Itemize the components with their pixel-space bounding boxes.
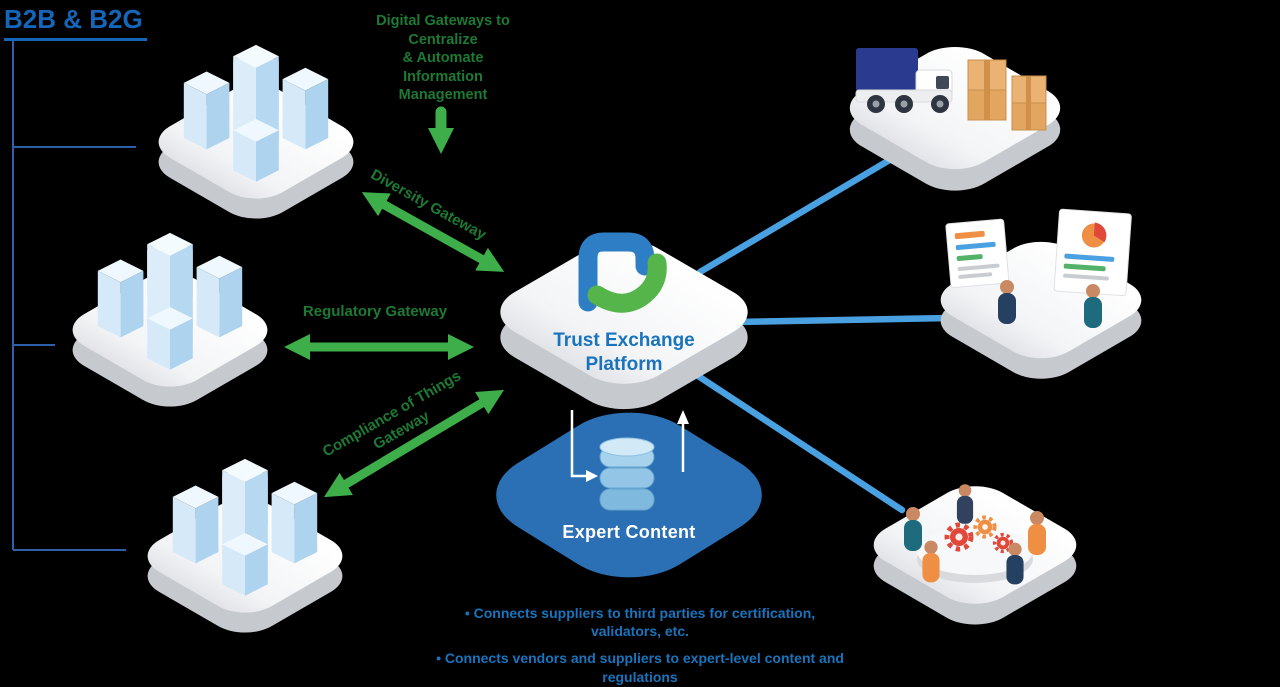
meeting-icon [904,484,1046,585]
org-tile-3 [131,458,359,642]
person-icon [1028,511,1046,555]
connector-line-logistics [696,154,897,276]
note-line: & Automate [402,50,484,67]
footnote-item: • Connects vendors and suppliers to expe… [436,650,844,685]
connector-line-meeting [688,368,906,514]
logistics-tile [832,37,1078,201]
person-icon [1084,284,1102,328]
platform-logo-icon [578,232,667,313]
footnote-item: • Connects suppliers to third parties fo… [464,605,816,640]
expert-content-label: Expert Content [562,522,696,542]
sync-arrows-icon [570,410,689,482]
footnotes: • Connects suppliers to third parties fo… [430,604,850,687]
diversity-gateway-arrow [361,192,505,272]
page-title: B2B & B2G [4,4,147,41]
platform-title: Trust Exchange Platform [504,329,744,377]
person-icon [922,540,940,583]
gateway-arrows [284,106,505,498]
org-tile-2 [56,232,284,416]
connector-lines [688,154,954,514]
person-icon [956,484,974,524]
platform-title-line: Platform [585,353,663,375]
connector-line-analytics [731,314,954,326]
database-icon [599,437,655,511]
b2b-bracket-lines [12,38,136,551]
regulatory-gateway-label: Regulatory Gateway [302,303,448,320]
meeting-tile [857,476,1093,635]
org-tile-1 [142,44,370,228]
note-line: Centralize [408,31,478,48]
person-icon [904,507,922,551]
analytics-tile [924,208,1158,389]
cargo-boxes-icon [967,59,1047,131]
person-icon [1006,542,1024,585]
compliance-gateway-arrow [323,389,505,498]
platform-tile [480,228,768,421]
charts-icon [945,208,1132,328]
digital-gateways-note: Digital Gateways to Centralize & Automat… [353,12,533,105]
note-line: Management [398,87,488,104]
truck-icon [855,48,953,113]
note-line: Information [403,68,483,85]
gear-icon [947,525,971,549]
platform-title-line: Trust Exchange [553,330,695,351]
gear-icon [975,517,994,536]
person-icon [998,280,1016,324]
note-line: Digital Gateways to [376,13,510,29]
